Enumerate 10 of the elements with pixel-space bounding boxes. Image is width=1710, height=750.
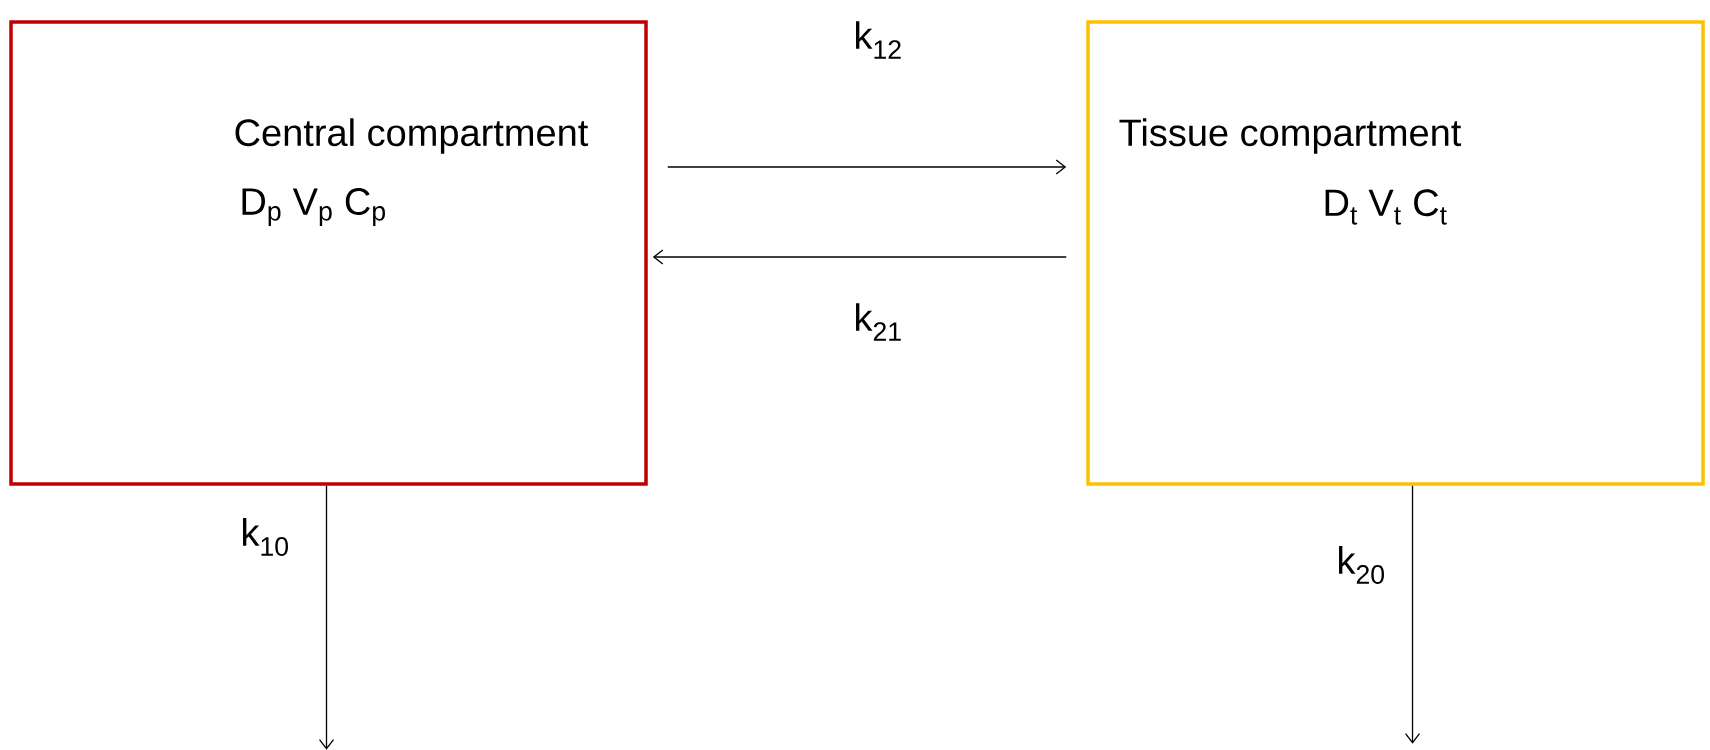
arrow (667, 159, 1067, 175)
edge-label: k$_{20}$ (1339, 546, 1384, 584)
arrow (1404, 485, 1421, 744)
compartment-box: Central compartment D$_{p}$ V$_{p}$ C$_{p}$ (9, 20, 648, 486)
edge-label: k$_{12}$ (856, 21, 901, 59)
arrow (318, 485, 335, 750)
compartment-box: Tissue compartment D$_{t}$ V$_{t}$ C$_{t}$ (1086, 20, 1705, 486)
edge-label: k$_{21}$ (856, 303, 901, 341)
edge-label: k$_{10}$ (243, 518, 288, 556)
arrow (652, 249, 1067, 265)
